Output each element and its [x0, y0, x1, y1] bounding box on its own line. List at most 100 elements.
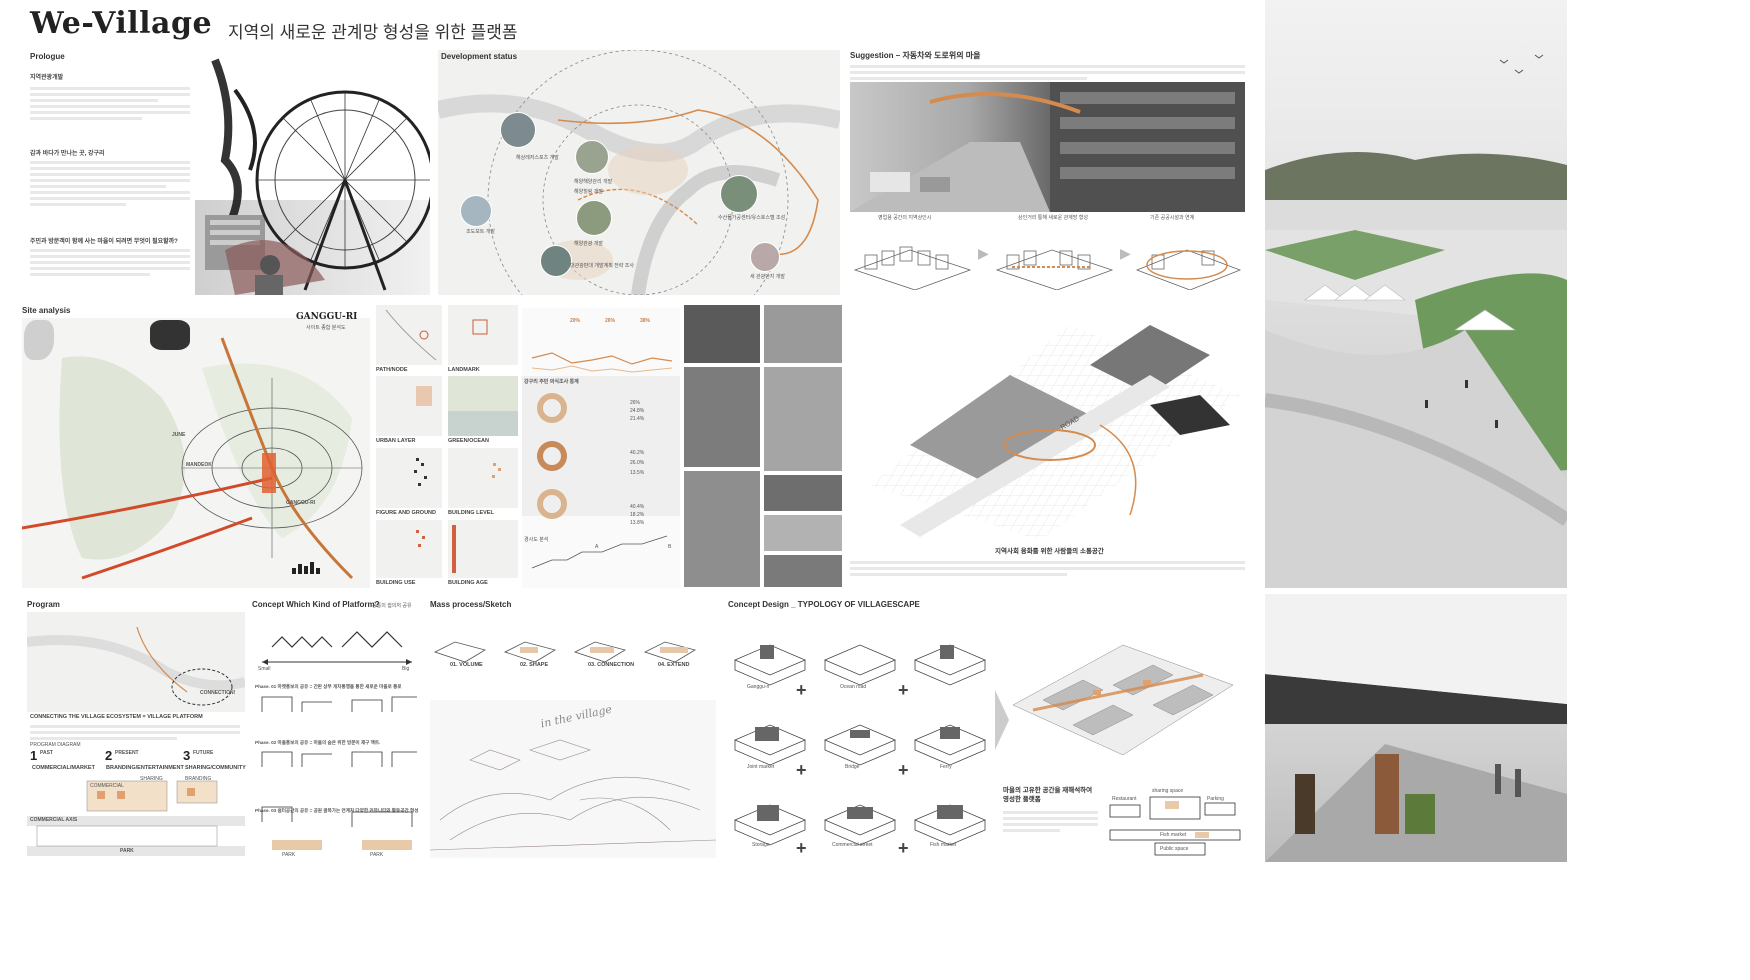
donut-value: 13.5% — [630, 470, 645, 476]
plus-icon: + — [898, 838, 909, 858]
prologue-text-3 — [30, 246, 190, 279]
layer-label-4: GREEN/OCEAN — [448, 438, 489, 444]
layer-label-6: BUILDING LEVEL — [448, 510, 494, 516]
suggestion-caption-2: 상인거리 통해 새로운 관계망 형성 — [1018, 215, 1088, 221]
site-photo-1 — [684, 305, 760, 363]
plus-icon: + — [796, 760, 807, 780]
layer-building-age — [448, 520, 518, 578]
typology-grid — [725, 615, 995, 865]
layer-urban — [376, 376, 442, 436]
prologue-title: Prologue — [30, 52, 65, 61]
legend-restaurant: Restaurant — [1112, 796, 1137, 802]
dev-label-4: 수산물가공센터/유스호스텔 조성 — [718, 215, 786, 221]
dev-label-3: 해양힐링 개발 — [574, 189, 603, 195]
layer-green-ocean — [448, 376, 518, 436]
plus-icon: + — [796, 838, 807, 858]
suggestion-caption-1: 영업용 공간의 지역상인시 — [878, 215, 932, 221]
stat-num-2: 26% — [605, 318, 616, 324]
suggestion-diagram-1 — [850, 225, 975, 291]
eco-label: CONNECTING THE VILLAGE ECOSYSTEM = VILLA… — [30, 714, 203, 720]
typology-label-6: Storage — [752, 842, 770, 848]
suggestion-caption-3: 기존 공공시설과 연계 — [1150, 215, 1195, 221]
legend-sharing: sharing space — [1152, 788, 1184, 794]
phase-2-title: PRESENT — [115, 750, 139, 756]
prologue-text-2 — [30, 158, 190, 209]
program-map — [27, 612, 245, 712]
layer-label-2: LANDMARK — [448, 367, 480, 373]
suggestion-street-photo — [850, 82, 1245, 212]
layer-building-use — [376, 520, 442, 578]
concept-phase-3: Phase. 03 쉼터공간의 공유 = 공원 골목가는 연계처 다양한 커뮤니… — [255, 808, 419, 813]
prologue-h2: 감과 바다가 만나는 곳, 강구리 — [30, 151, 105, 157]
typology-label-1: Ganggu-ri — [747, 684, 770, 690]
mass-step-1: 01. VOLUME — [450, 662, 483, 668]
site-map — [22, 318, 370, 588]
donut-value: 40.2% — [630, 450, 645, 456]
dev-photo-5 — [540, 245, 572, 277]
layer-label-8: BUILDING AGE — [448, 580, 488, 586]
layer-label-3: URBAN LAYER — [376, 438, 416, 444]
section-analysis-label: 경사도 분석 — [524, 537, 549, 543]
render-aerial — [1264, 0, 1571, 588]
concept-sub: 융통의 쉼의처 공유 — [372, 603, 412, 609]
typology-label-3: Joint market — [747, 764, 775, 770]
donut-value: 26% — [630, 400, 641, 406]
final-title: 마을의 고유한 공간을 재해석하여 영성한 플랫폼 — [1003, 787, 1093, 803]
program-diagram — [27, 776, 245, 860]
plus-icon: + — [898, 760, 909, 780]
concept-title: Concept Which Kind of Platform? — [252, 600, 380, 609]
concept-phase-2: Phase. 02 마을홍보의 공유 = 마을의 숨은 위한 방문이 재구 액트… — [255, 740, 381, 745]
chevron-right-icon — [995, 690, 1009, 750]
axis-branding: BRANDING — [185, 776, 212, 782]
phase-3-title: FUTURE — [193, 750, 214, 756]
stats-panel — [522, 308, 680, 588]
dev-label-6: 해양관광 개발 — [574, 241, 603, 247]
program-text — [30, 722, 240, 743]
legend-parking: Parking — [1207, 796, 1224, 802]
site-photo-8 — [764, 555, 842, 587]
axonometric-diagram — [850, 305, 1245, 540]
dev-photo-2 — [575, 140, 609, 174]
page-subtitle: 지역의 새로운 관계망 형성을 위한 플랫폼 — [228, 23, 518, 42]
typology-label-2: Ocean road — [840, 684, 867, 690]
prologue-collage — [195, 50, 435, 295]
phase-2-num: 2 — [105, 748, 113, 763]
legend-public: Public space — [1160, 846, 1189, 852]
dev-photo-4 — [576, 200, 612, 236]
phase-2-sub: BRANDING/ENTERTAINMENT — [106, 765, 184, 771]
map-label-mandeok: MANDEOK — [186, 462, 212, 468]
layer-building-level — [448, 448, 518, 508]
section-a: A — [595, 544, 599, 550]
program-diagram-label: PROGRAM DIAGRAM — [30, 742, 81, 748]
social-space-text — [850, 558, 1245, 579]
site-analysis-title: Site analysis — [22, 306, 71, 315]
sketch-drawing — [430, 700, 716, 858]
donut-value: 13.8% — [630, 520, 645, 526]
connection-label: CONNECTION! — [200, 690, 236, 696]
dev-label-7: 새 관광단지 개발 — [750, 274, 785, 280]
prologue-h1: 지역관광개발 — [30, 75, 64, 81]
site-photo-3 — [684, 367, 760, 467]
map-label-ganggu: GANGGU-RI — [286, 500, 316, 506]
section-b: B — [668, 544, 672, 550]
mass-step-2: 02. SHAPE — [520, 662, 549, 668]
site-photo-7 — [764, 515, 842, 551]
region-map — [150, 320, 190, 350]
axis-commercial-axis: COMMERCIAL AXIS — [30, 817, 78, 823]
dev-label-5: 조도보트 개발 — [466, 229, 495, 235]
dev-photo-6 — [720, 175, 758, 213]
final-axonometric — [1003, 615, 1246, 775]
dev-photo-7 — [750, 242, 780, 272]
layer-path-node — [376, 305, 442, 365]
stat-num-1: 20% — [570, 318, 581, 324]
prologue-h3: 주민과 방문객이 함께 사는 마을이 되려면 무엇이 필요할까? — [30, 239, 178, 245]
donut-value: 21.4% — [630, 416, 645, 422]
layer-label-1: PATH/NODE — [376, 367, 408, 373]
phase-1-sub: COMMERCIAL/MARKET — [32, 765, 95, 771]
final-plan — [1105, 785, 1245, 860]
phase-1-title: PAST — [40, 750, 53, 756]
dev-photo-3 — [460, 195, 492, 227]
site-photo-2 — [764, 305, 842, 363]
arrow-right-icon: ▶ — [1120, 245, 1131, 261]
donut-title: 강구리 주민 의식조사 통계 — [524, 379, 579, 385]
